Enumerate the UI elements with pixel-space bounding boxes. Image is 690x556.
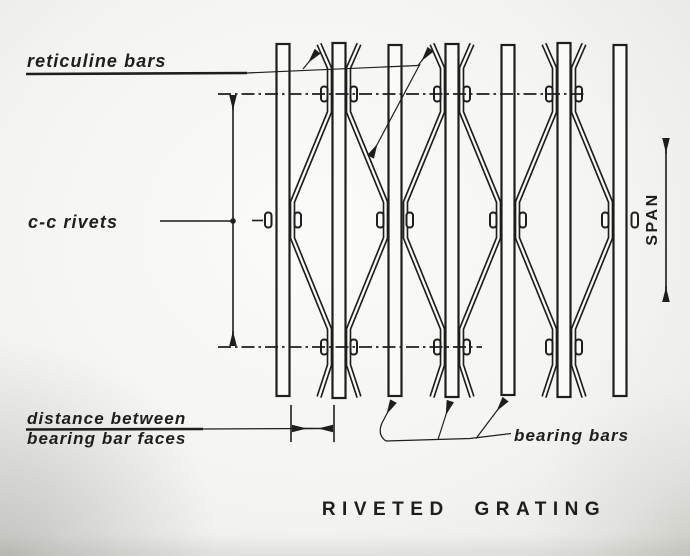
bearing-bar bbox=[500, 43, 516, 397]
cc-rivets-label: c-c rivets bbox=[28, 212, 118, 232]
rivet-tab bbox=[489, 211, 498, 229]
bearing-bar bbox=[331, 41, 347, 400]
bar-spacing-dimension bbox=[25, 405, 335, 442]
rivets bbox=[264, 85, 639, 356]
rivet-tab bbox=[601, 211, 610, 229]
reticuline-bar bbox=[289, 42, 614, 398]
rivet-tab bbox=[574, 338, 583, 356]
rivet-tab bbox=[545, 338, 554, 356]
reticuline-bars-label: reticuline bars bbox=[27, 51, 167, 71]
distance-label-line1: distance between bbox=[27, 409, 186, 428]
reticuline-arrow-2 bbox=[417, 46, 434, 66]
leader-dot bbox=[230, 218, 236, 224]
bearing-bar bbox=[387, 43, 403, 398]
bearing-bar bbox=[612, 43, 628, 398]
cc-rivets-dimension bbox=[160, 95, 237, 346]
bearing-bars-callout bbox=[379, 396, 512, 442]
grating-drawing bbox=[218, 41, 639, 400]
reticuline-leader bbox=[246, 64, 419, 74]
center-lines bbox=[218, 93, 584, 348]
bearing-bars-label: bearing bars bbox=[514, 426, 629, 445]
reticuline-callout bbox=[25, 46, 434, 159]
rivet-tab bbox=[630, 211, 639, 229]
reticuline-underline bbox=[25, 71, 248, 76]
bearing-arrow-3 bbox=[475, 396, 509, 439]
bearing-bar bbox=[556, 41, 572, 399]
bearing-leader-baseline bbox=[385, 432, 512, 442]
rivet-tab bbox=[376, 211, 385, 229]
bearing-bar bbox=[275, 42, 291, 398]
distance-underline bbox=[25, 427, 204, 431]
bearing-arrow-2 bbox=[437, 399, 454, 440]
bearing-bar bbox=[444, 42, 460, 399]
rivet-tab bbox=[293, 211, 302, 229]
bearing-arrow-1 bbox=[379, 399, 397, 442]
reticuline-arrow-3 bbox=[367, 63, 421, 159]
rivet-tab bbox=[405, 211, 414, 229]
distance-label-line2: bearing bar faces bbox=[27, 429, 186, 448]
bearing-bars-group bbox=[275, 41, 628, 400]
rivet-tab bbox=[264, 211, 273, 229]
reticuline-arrow-1 bbox=[302, 48, 321, 70]
rivet-tab bbox=[518, 211, 527, 229]
reticuline-bars bbox=[289, 42, 614, 398]
figure-title: RIVETED GRATING bbox=[322, 499, 606, 520]
span-label: SPAN bbox=[644, 192, 661, 245]
